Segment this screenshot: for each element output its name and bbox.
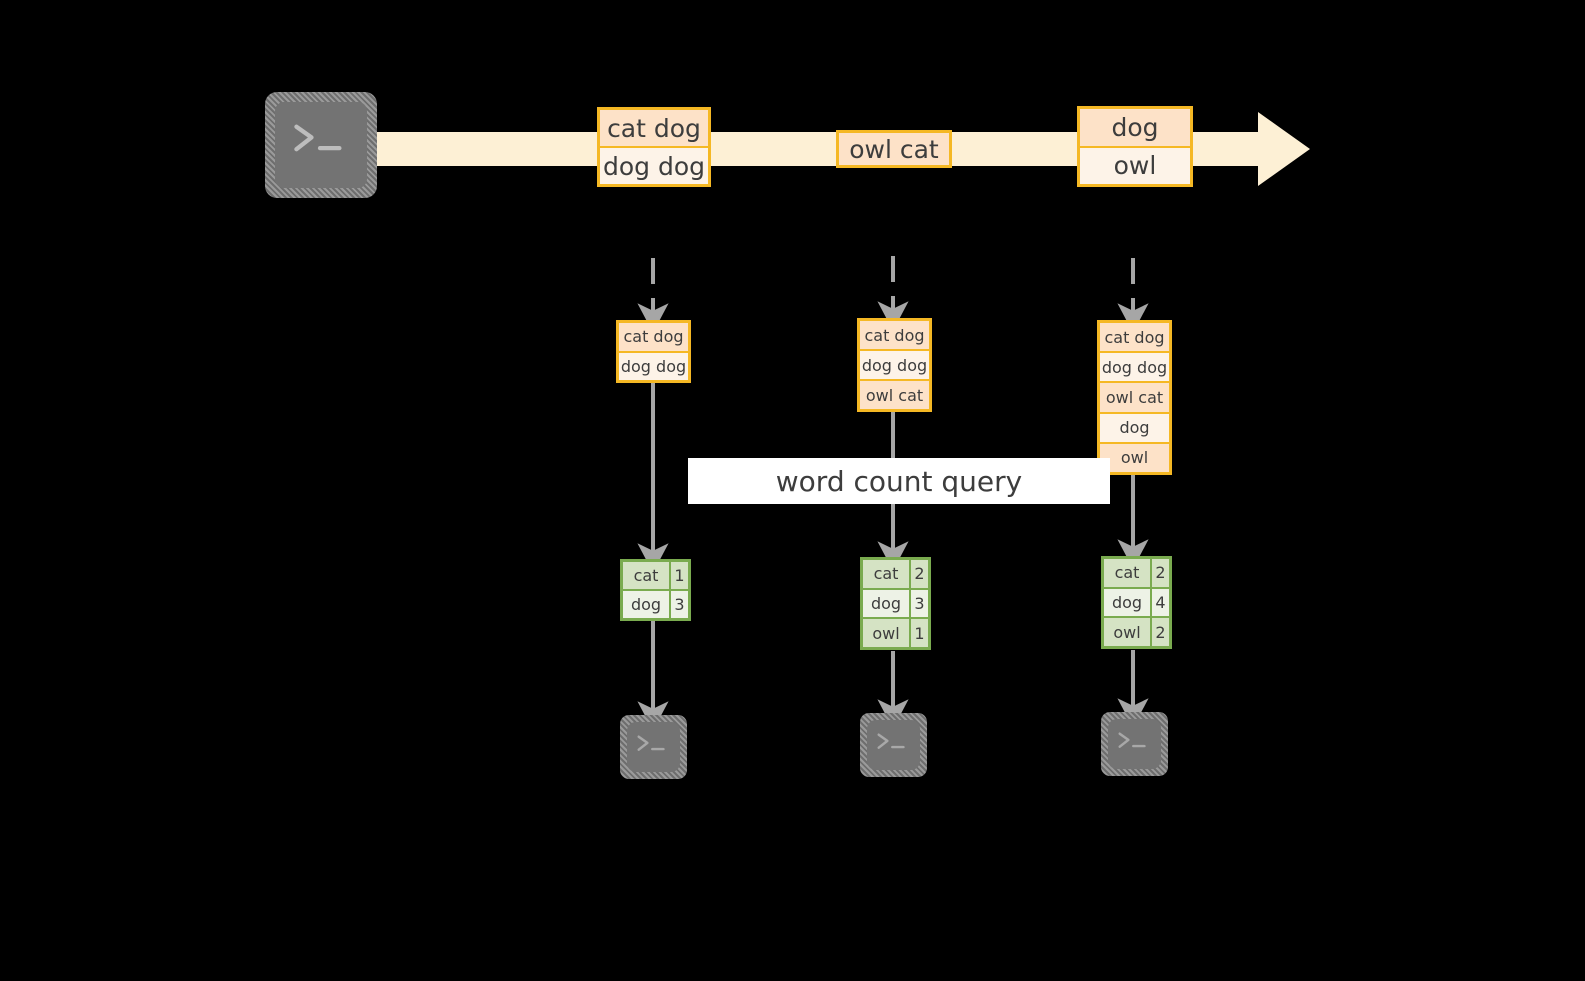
terminal-prompt-glyph [294, 125, 342, 152]
result-count: 1 [669, 562, 688, 589]
result-count: 2 [1150, 559, 1169, 587]
result-word: owl [1104, 618, 1150, 647]
terminal-screen [627, 722, 680, 772]
buffer-line: dog [1100, 411, 1169, 442]
buffer-line: owl cat [1100, 381, 1169, 412]
snapshot-1-buffer: cat dog dog dog [616, 320, 691, 383]
result-row: dog 3 [623, 589, 688, 618]
result-word: owl [863, 619, 909, 648]
buffer-line: dog dog [1100, 351, 1169, 382]
result-count: 2 [909, 560, 928, 588]
result-count: 3 [909, 589, 928, 618]
result-word: cat [1104, 559, 1150, 587]
stream-record-line: cat dog [600, 110, 708, 146]
snapshot-3-buffer: cat dog dog dog owl cat dog owl [1097, 320, 1172, 475]
buffer-line: cat dog [860, 321, 929, 349]
result-word: cat [863, 560, 909, 588]
stream-record-line: dog dog [600, 146, 708, 184]
result-row: dog 4 [1104, 586, 1169, 617]
stream-record-line: owl [1080, 145, 1190, 184]
buffer-line: dog dog [860, 349, 929, 379]
result-word: dog [623, 591, 669, 618]
result-count: 2 [1150, 618, 1169, 647]
result-word: cat [623, 562, 669, 589]
buffer-line: owl cat [860, 379, 929, 409]
result-word: dog [863, 589, 909, 618]
terminal-screen [1108, 719, 1161, 769]
result-count: 1 [909, 619, 928, 648]
result-row: owl 1 [863, 617, 928, 648]
result-row: cat 1 [623, 562, 688, 589]
result-row: cat 2 [1104, 559, 1169, 587]
snapshot-3-result-table: cat 2 dog 4 owl 2 [1101, 556, 1172, 649]
buffer-line: dog dog [619, 350, 688, 380]
snapshot-1-consumer-terminal-icon [620, 715, 687, 779]
buffer-line: cat dog [1100, 323, 1169, 352]
terminal-prompt-glyph [877, 733, 906, 749]
stream-record-3: dog owl [1077, 106, 1193, 187]
result-count: 3 [669, 591, 688, 618]
stream-record-line: dog [1080, 109, 1190, 146]
buffer-line: owl [1100, 441, 1169, 473]
stream-record-2: owl cat [836, 130, 952, 168]
terminal-screen [275, 102, 367, 188]
result-row: dog 3 [863, 587, 928, 618]
snapshot-2-buffer: cat dog dog dog owl cat [857, 318, 932, 412]
terminal-prompt-glyph [1118, 732, 1147, 748]
snapshot-2-result-table: cat 2 dog 3 owl 1 [860, 557, 931, 650]
result-count: 4 [1150, 588, 1169, 617]
terminal-screen [867, 720, 920, 770]
stream-record-line: owl cat [839, 133, 949, 165]
terminal-prompt-glyph [637, 735, 666, 751]
buffer-line: cat dog [619, 323, 688, 351]
stream-record-1: cat dog dog dog [597, 107, 711, 187]
result-word: dog [1104, 588, 1150, 617]
snapshot-2-consumer-terminal-icon [860, 713, 927, 777]
result-row: owl 2 [1104, 616, 1169, 647]
result-row: cat 2 [863, 560, 928, 588]
query-label: word count query [688, 458, 1110, 504]
snapshot-3-consumer-terminal-icon [1101, 712, 1168, 776]
snapshot-1-result-table: cat 1 dog 3 [620, 559, 691, 621]
producer-terminal-icon [265, 92, 377, 198]
